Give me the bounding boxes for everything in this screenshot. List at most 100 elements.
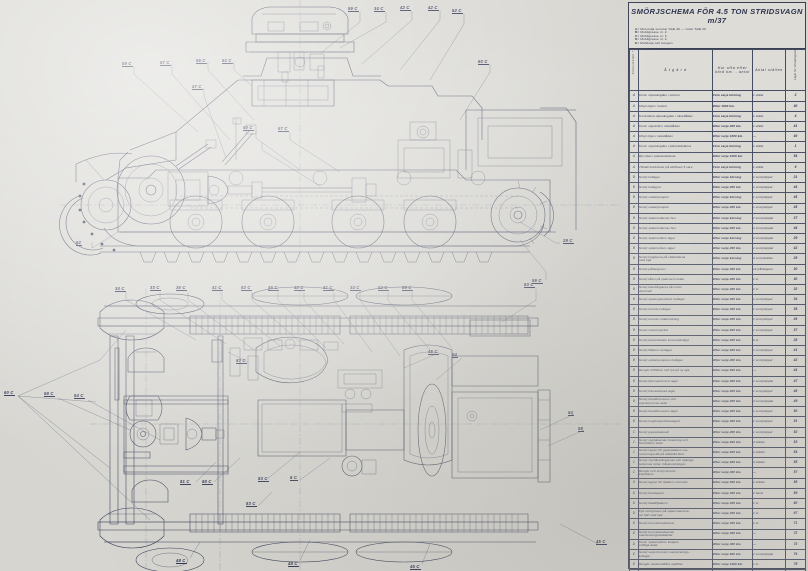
cell-action: Smörj lagren för gaspedalens ma-növrerin… — [638, 447, 713, 459]
cell-action: Smörj styrhävstängernas och spaings-leol… — [638, 457, 713, 469]
cell-action: Smörj kladdfjäderns — [638, 497, 713, 510]
cell-frequency: Efter varje 200 km. — [712, 457, 753, 469]
cell-action: Smörj vinerinslycket — [638, 324, 713, 336]
cell-places: 2 band — [752, 487, 786, 499]
panel-title: SMÖRJSCHEMA FÖR 4.5 TON STRIDSVAGN m/37 — [631, 6, 803, 25]
cell-action: Utbyt oljan i motorn — [638, 100, 713, 112]
cell-frequency: Efter varje 200 km. — [712, 345, 753, 357]
leader-label: 60 C — [4, 390, 15, 396]
cell-action: Smörj kopplingsutlösarlagret — [638, 416, 713, 428]
cell-oil-type: D — [629, 508, 639, 520]
cell-index: 1 — [785, 141, 806, 153]
cell-frequency: Efter varje 200 km. — [712, 294, 753, 306]
leader-label: 54 — [452, 352, 459, 358]
cell-places: 2 smörjnipplar — [752, 243, 786, 255]
cell-oil-type: D — [629, 538, 639, 550]
cell-places: 1 smörjnippel — [752, 385, 786, 398]
legend-item: B= Mobilgrease nr. 2. — [635, 30, 668, 35]
cell-frequency: Efter varje 400 km. — [712, 508, 753, 520]
cell-oil-type: B — [629, 263, 639, 275]
cell-places: 1 ställe — [752, 90, 786, 102]
cell-frequency: Efter varje 200 km. — [712, 385, 753, 398]
cell-index: 53 — [785, 436, 806, 449]
cell-index: 48 — [785, 385, 806, 398]
cell-oil-type: B — [629, 202, 639, 214]
cell-places: 1 smörjnippel — [752, 324, 786, 336]
cell-frequency: Efter 1000 km. — [712, 100, 753, 112]
cell-frequency: Efter varje körning — [712, 233, 753, 245]
cell-oil-type: B — [629, 182, 639, 194]
cell-frequency: Efter varje 200 km. — [712, 182, 753, 194]
column-header-frequency: Hur ofta efter körd km. - antal — [712, 49, 753, 92]
plan-view — [17, 286, 624, 571]
leader-label: 33 C — [150, 285, 161, 291]
leader-label: 29 C — [563, 238, 574, 244]
cell-index: 55 — [785, 457, 806, 469]
cell-frequency: Efter varje 200 km. — [712, 447, 753, 459]
cell-frequency: Efter varje 400 km. — [712, 477, 753, 489]
cell-places: 1 smörjnippel — [752, 416, 786, 428]
cell-oil-type: D — [629, 477, 639, 489]
cell-oil-type: E — [629, 548, 639, 561]
cell-frequency: Före varje körning — [712, 110, 753, 123]
cell-action: Smörj gaspedalaxeln — [638, 426, 713, 438]
side-elevation-view — [59, 0, 620, 280]
leader-label: 34 C — [115, 286, 126, 292]
cell-action: Smörj spännrullarnas hus — [638, 212, 713, 224]
cell-action: Smörj spaningsluckans kullager — [638, 294, 713, 306]
cell-places: 14 påhängare — [752, 263, 786, 275]
leader-label: 50 C — [243, 125, 254, 131]
cell-frequency: Efter varje 400 km. — [712, 497, 753, 510]
cell-frequency: Efter varje 1200 km. — [712, 559, 753, 571]
cell-places: 2 smörjnipplar — [752, 222, 786, 235]
cell-frequency: Före varje körning — [712, 141, 753, 153]
column-header-oil-type: Smörjmedel *) — [629, 49, 639, 92]
cell-index: 45 — [785, 202, 806, 214]
leader-label: 45 C — [428, 349, 439, 355]
cell-action: Smörj lagren för fjäderns colrculis — [638, 477, 713, 489]
cell-action-line2: styrskenornas axlar — [639, 400, 668, 405]
cell-frequency: Efter varje 200 km. — [712, 355, 753, 367]
cell-index: 74 — [785, 548, 806, 561]
cell-frequency: Efter varje 200 km. — [712, 365, 753, 377]
cell-action: Utbyt oljan i växellådan — [638, 131, 713, 143]
cell-action: Smörj bandspann — [638, 487, 713, 499]
cell-index: 81 — [785, 569, 806, 571]
cell-oil-type: C — [629, 457, 639, 469]
cell-frequency: Efter varje 400 km. — [712, 467, 753, 479]
cell-places: 1 smörjnippel — [752, 202, 786, 214]
leader-label: 42 C — [428, 5, 439, 11]
cell-places: 2 st. — [752, 273, 786, 286]
cell-index: 50 — [785, 406, 806, 418]
cell-oil-type: A — [629, 151, 639, 163]
cell-index: 44 — [785, 365, 806, 377]
leader-label: 83 C — [236, 358, 247, 364]
cell-index: 73 — [785, 538, 806, 550]
cell-oil-type: A — [629, 100, 639, 112]
cell-frequency: Före varje körning — [712, 161, 753, 173]
cell-places: 1 smörjnippel — [752, 304, 786, 316]
cell-index: 6 — [785, 161, 806, 173]
cell-index: 44 — [785, 182, 806, 194]
lubrication-schedule-panel: SMÖRJSCHEMA FÖR 4.5 TON STRIDSVAGN m/37 … — [628, 2, 806, 571]
cell-places: 6 st. — [752, 334, 786, 347]
cell-places: 1 smörjnippel — [752, 294, 786, 306]
leader-label: 59 C — [348, 6, 359, 12]
cell-index: 51 — [785, 416, 806, 428]
